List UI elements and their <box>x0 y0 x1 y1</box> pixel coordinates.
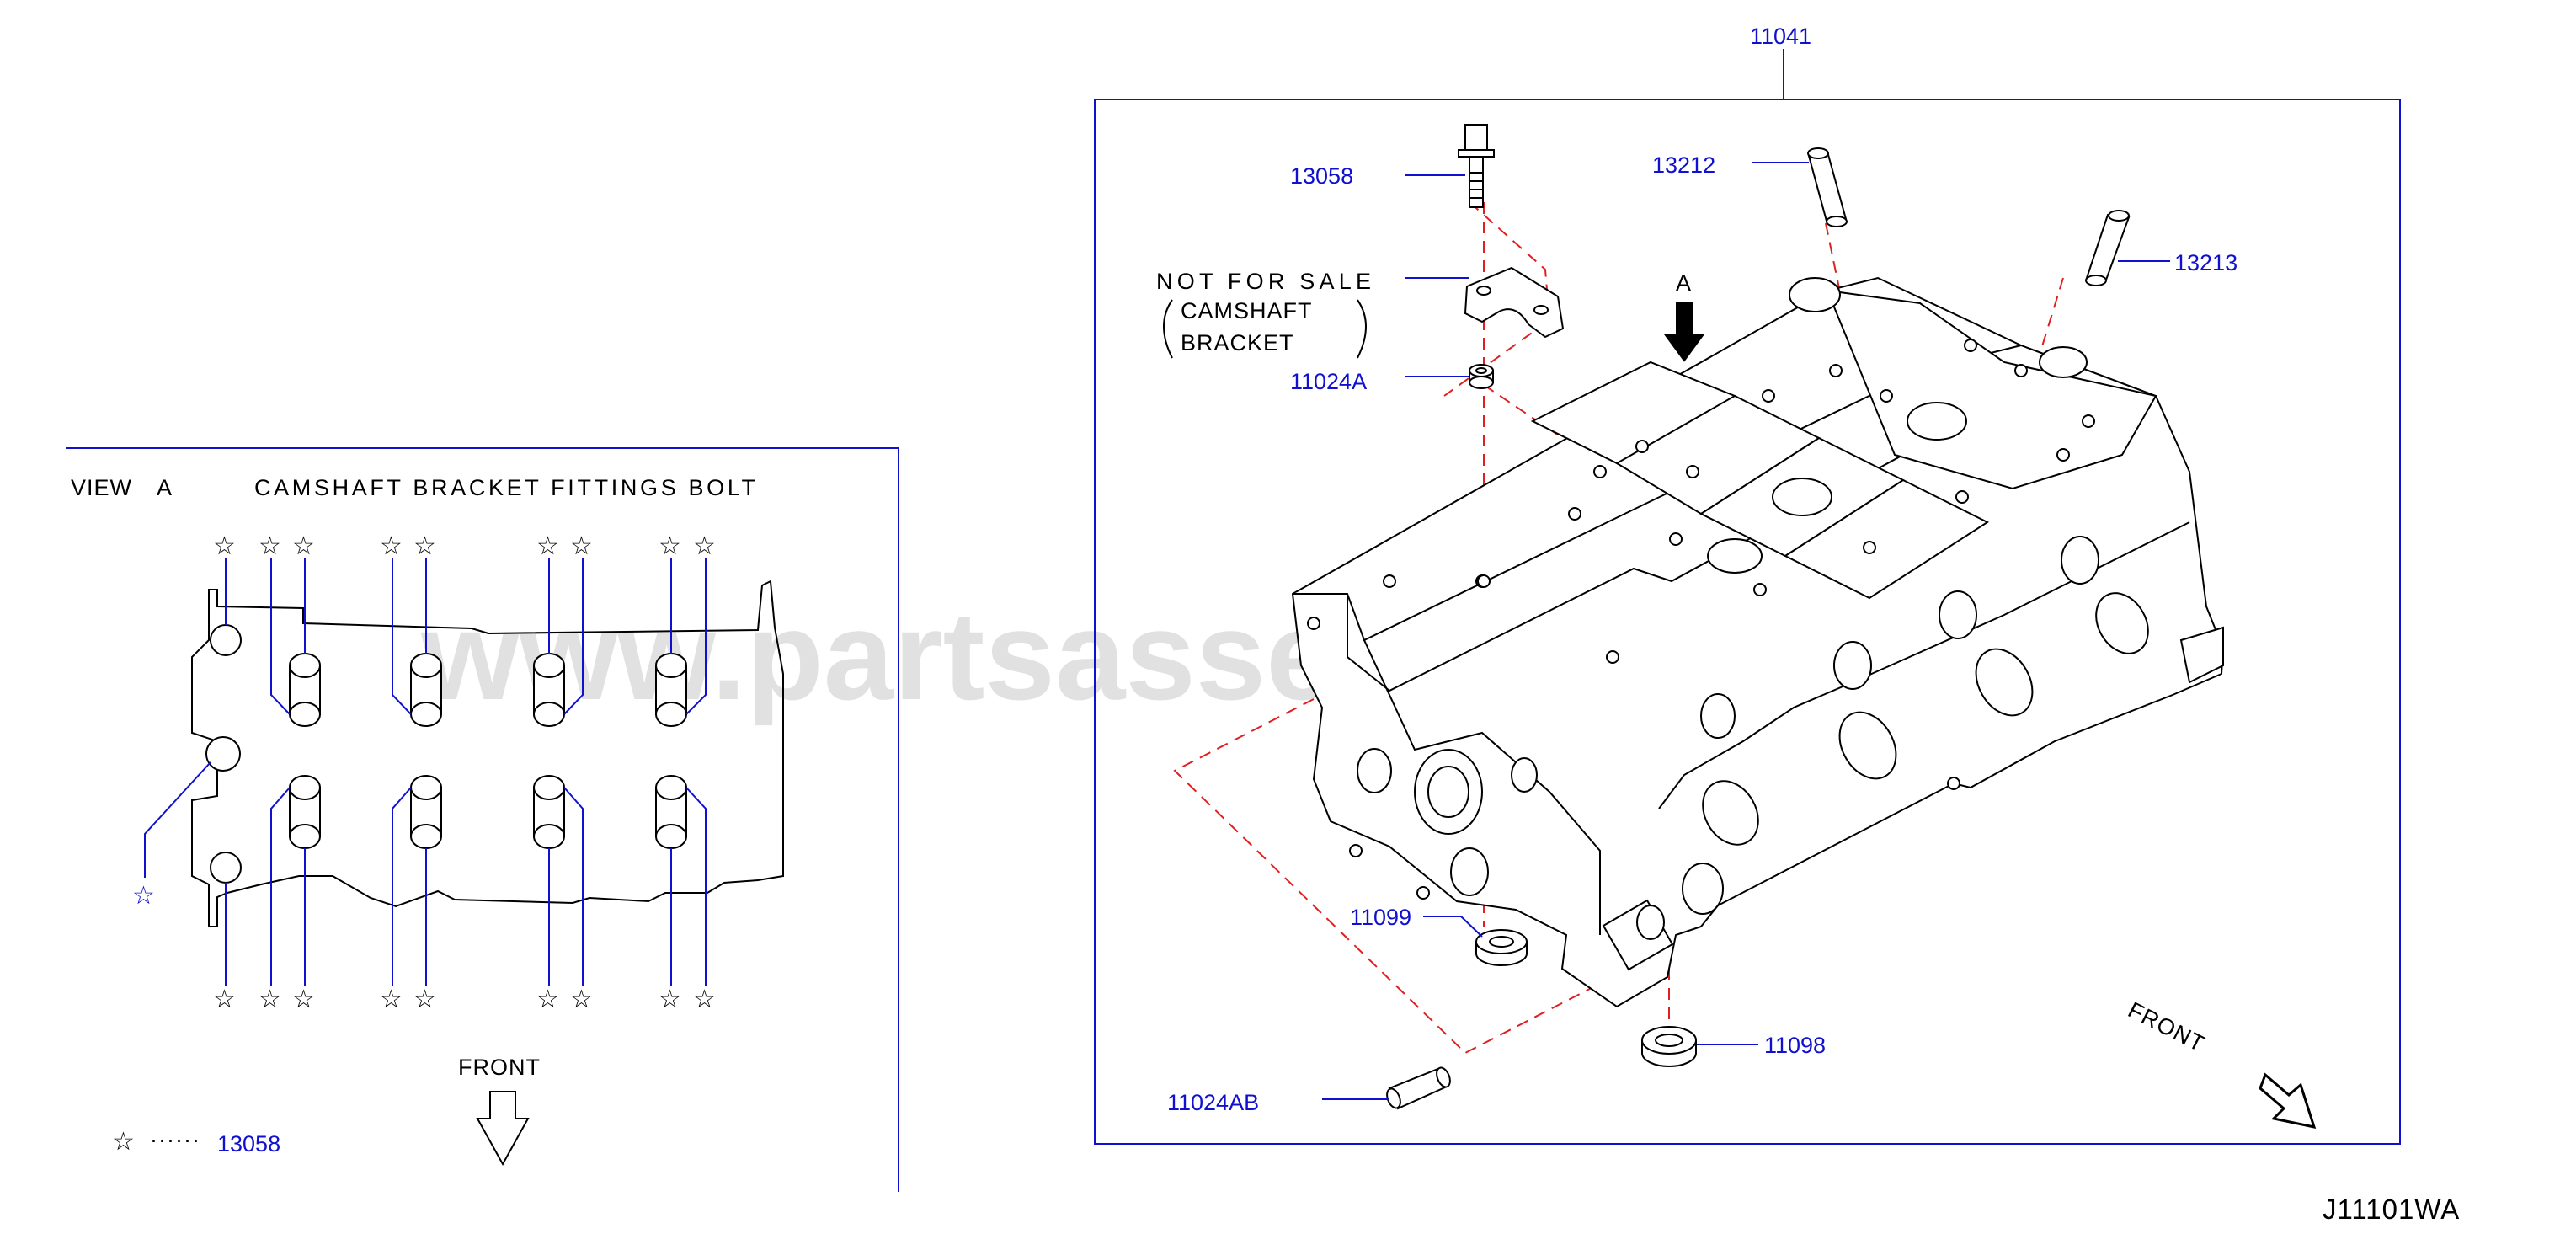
legend-star-icon: ☆ <box>112 1128 135 1156</box>
front-arrow-icon <box>476 1091 530 1167</box>
bolt-boss <box>410 775 442 849</box>
star-icon: ☆ <box>380 986 403 1013</box>
assembly-panel: 11041 <box>1094 24 2401 1145</box>
cylinder-head-top-outline <box>191 580 784 927</box>
bolt-boss <box>289 653 321 727</box>
star-icon: ☆ <box>693 986 716 1013</box>
camshaft-bracket-icon <box>1464 266 1565 339</box>
bolt-boss <box>655 653 687 727</box>
legend-dots: ······ <box>150 1127 200 1152</box>
view-a-border <box>66 447 899 1192</box>
legend-part-number[interactable]: 13058 <box>217 1131 280 1157</box>
star-icon: ☆ <box>413 986 436 1013</box>
front-arrow-icon <box>2259 1072 2317 1129</box>
seal-ring-icon <box>1475 929 1528 966</box>
head-tab <box>2179 626 2224 684</box>
star-icon: ☆ <box>536 532 559 560</box>
guide-pin-icon <box>1807 147 1848 227</box>
view-a-leader-lines <box>144 558 707 986</box>
star-icon: ☆ <box>380 532 403 560</box>
seal-ring-icon <box>1641 1026 1697 1067</box>
star-icon: ☆ <box>693 532 716 560</box>
part-label-11099[interactable]: 11099 <box>1350 905 1411 930</box>
part-label-13058[interactable]: 13058 <box>1290 163 1353 189</box>
deck-holes <box>1307 339 2095 900</box>
view-a-arrow-icon <box>1664 302 1704 362</box>
star-icon: ☆ <box>132 882 155 910</box>
view-arrow-letter: A <box>1676 270 1692 296</box>
assembly-part-number[interactable]: 11041 <box>1750 24 1811 49</box>
bolt-star-row-bottom: ☆ ☆ ☆ ☆ ☆ ☆ ☆ ☆ ☆ <box>213 986 716 1013</box>
star-icon: ☆ <box>659 532 681 560</box>
locating-hole <box>205 736 241 772</box>
cylinder-head-icon <box>1291 276 2225 1008</box>
star-icon: ☆ <box>570 532 593 560</box>
guide-pin-icon <box>2085 210 2131 286</box>
view-a-title-letter: A <box>157 475 173 500</box>
locating-hole <box>210 624 242 656</box>
view-a-title-view: VIEW <box>71 475 132 500</box>
part-label-11024A[interactable]: 11024A <box>1290 369 1367 394</box>
star-icon: ☆ <box>213 986 236 1013</box>
star-icon: ☆ <box>292 986 315 1013</box>
bolt-bosses <box>289 653 687 849</box>
star-icon: ☆ <box>259 532 281 560</box>
note-bracket-left <box>1163 299 1173 359</box>
bolt-icon <box>1458 124 1495 208</box>
dowel-pin-icon <box>1386 1066 1451 1110</box>
part-label-13213[interactable]: 13213 <box>2174 250 2237 275</box>
bolt-star-row-top: ☆ ☆ ☆ ☆ ☆ ☆ ☆ ☆ ☆ <box>213 532 716 560</box>
view-a-title-desc: CAMSHAFT BRACKET FITTINGS BOLT <box>254 475 756 500</box>
assembly-front-label: FRONT <box>2124 997 2209 1057</box>
dowel-icon <box>1469 364 1494 389</box>
part-label-13212[interactable]: 13212 <box>1652 152 1715 178</box>
star-icon: ☆ <box>413 532 436 560</box>
note-not-for-sale: NOT FOR SALE <box>1156 269 1372 294</box>
star-icon: ☆ <box>292 532 315 560</box>
bolt-boss <box>533 775 565 849</box>
note-camshaft: CAMSHAFT <box>1181 298 1313 323</box>
star-icon: ☆ <box>570 986 593 1013</box>
note-bracket: BRACKET <box>1181 330 1294 355</box>
locating-hole <box>210 852 242 884</box>
view-a-front-label: FRONT <box>458 1055 541 1080</box>
leader-11099-tail <box>1460 916 1483 938</box>
star-icon: ☆ <box>213 532 236 560</box>
part-label-11098[interactable]: 11098 <box>1764 1033 1826 1058</box>
bolt-boss <box>410 653 442 727</box>
head-ports <box>1357 277 2149 971</box>
star-icon: ☆ <box>659 986 681 1013</box>
star-icon: ☆ <box>536 986 559 1013</box>
note-bracket-right <box>1357 299 1367 359</box>
bolt-boss <box>289 775 321 849</box>
bolt-boss <box>655 775 687 849</box>
diagram-code: J11101WA <box>2323 1194 2460 1225</box>
part-label-11024AB[interactable]: 11024AB <box>1167 1090 1259 1115</box>
assembly-border <box>1094 99 2401 1145</box>
star-icon: ☆ <box>259 986 281 1013</box>
bolt-boss <box>533 653 565 727</box>
view-a-panel: VIEW A CAMSHAFT BRACKET FITTINGS BOLT <box>66 447 899 1192</box>
